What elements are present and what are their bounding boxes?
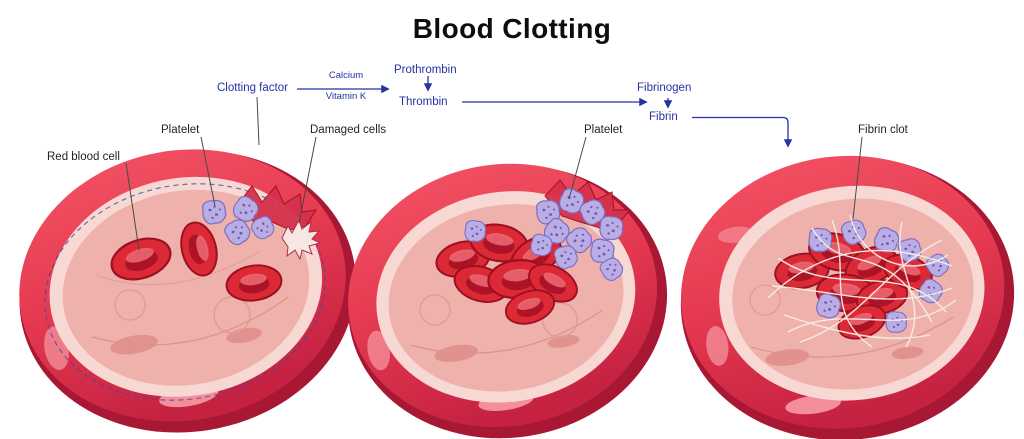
vessel-1-body xyxy=(19,149,356,433)
damaged-cells-shape xyxy=(281,218,322,261)
flow-step-fibrinogen: Fibrinogen xyxy=(637,82,692,94)
flow-cofactor-calcium: Calcium xyxy=(328,70,364,81)
leader-fibrin-clot xyxy=(852,136,863,220)
leader-lines xyxy=(125,96,863,251)
vessel-stage-1 xyxy=(19,149,356,433)
flow-step-clotting-factor: Clotting factor xyxy=(217,82,288,94)
diagram-title: Blood Clotting xyxy=(412,13,612,44)
label-platelet-middle: Platelet xyxy=(584,124,623,136)
guide-dashed-ellipse xyxy=(44,183,326,401)
flow-step-prothrombin: Prothrombin xyxy=(394,64,457,76)
label-red-blood-cell: Red blood cell xyxy=(47,151,120,163)
leader-platelet-left xyxy=(200,136,216,207)
leader-damaged-cells xyxy=(298,136,317,224)
label-platelet-left: Platelet xyxy=(161,124,200,136)
leader-platelet-middle xyxy=(568,136,587,200)
flow-step-thrombin: Thrombin xyxy=(399,96,448,108)
fibrin-mesh xyxy=(767,214,957,348)
arrow-fibrin-to-vessel xyxy=(692,116,793,148)
label-fibrin-clot: Fibrin clot xyxy=(858,124,908,136)
label-damaged-cells: Damaged cells xyxy=(310,124,387,136)
vessel-stage-2 xyxy=(348,163,668,439)
flow-step-fibrin: Fibrin xyxy=(649,111,678,123)
vessel-stage-3 xyxy=(680,155,1015,439)
flow-cofactor-vitamin-k: Vitamin K xyxy=(325,91,367,102)
flow-arrows xyxy=(297,76,793,148)
leader-clotting-factor xyxy=(256,96,260,146)
leader-red-blood-cell xyxy=(125,162,140,251)
